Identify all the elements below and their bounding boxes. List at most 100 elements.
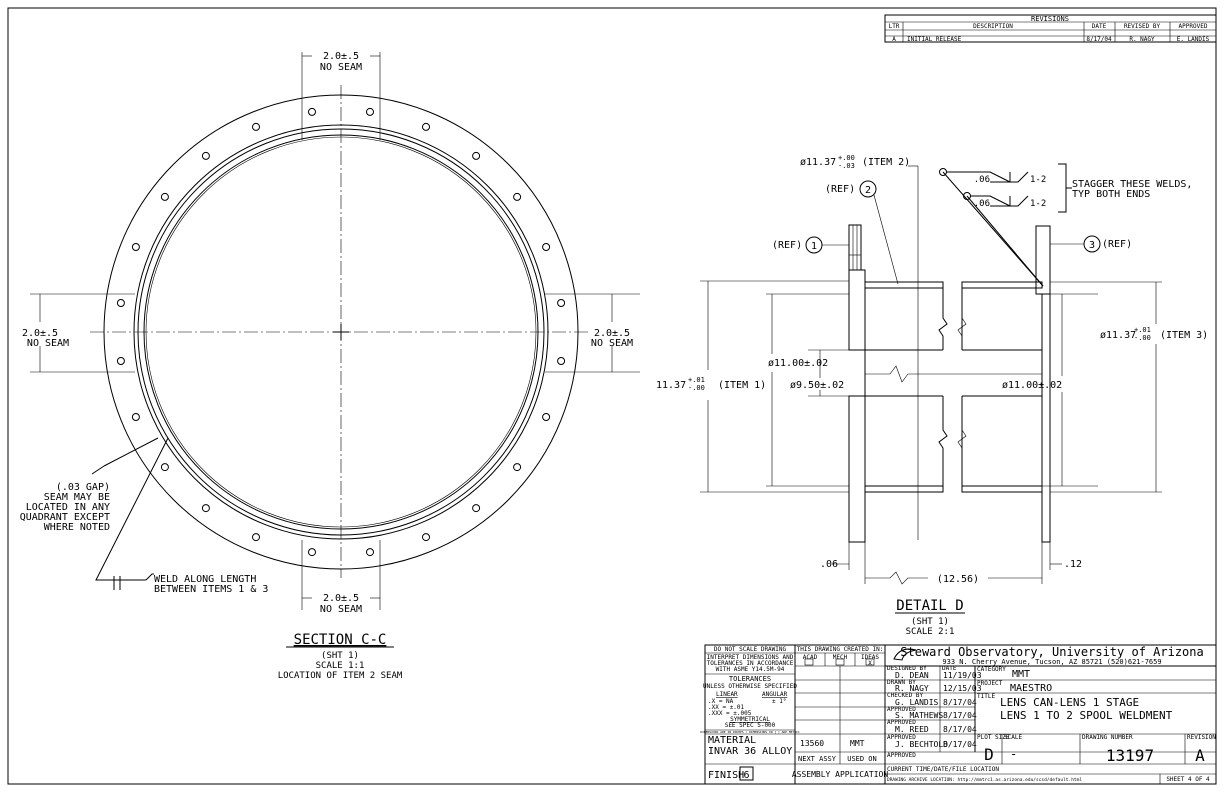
checked-label: CHECKED BY <box>887 692 924 699</box>
dim-left-outer: 11.37 <box>656 380 686 391</box>
dim-right-inner: ø11.00±.02 <box>1002 380 1062 391</box>
approved-label-3: APPROVED <box>887 734 916 741</box>
used-on-label: USED ON <box>847 755 877 763</box>
bolt-hole <box>472 504 481 513</box>
sym-spec: SEE SPEC S-000 <box>725 722 776 729</box>
tube-item-2-bottom-left <box>864 485 944 493</box>
bolt-hole <box>422 533 430 542</box>
dim-item2-tol-top: +.00 <box>838 154 855 162</box>
symmetrical-label: SYMMETRICAL <box>730 716 770 723</box>
bolt-hole <box>131 243 140 251</box>
dim-item2-tol-bot: -.03 <box>838 162 855 170</box>
ref-label-2: (REF) <box>825 184 855 195</box>
dim-left-outer-label: (ITEM 1) <box>718 380 766 391</box>
tol-line-2: .XX = ±.01 <box>708 704 745 711</box>
bolt-hole <box>542 243 551 251</box>
weld-note-1: WELD ALONG LENGTH <box>154 574 256 585</box>
detail-sheet: (SHT 1) <box>911 617 949 627</box>
approved-2: M. REED <box>895 725 929 734</box>
title-line-1: LENS CAN-LENS 1 STAGE <box>1000 696 1139 709</box>
bottom-dim-note: NO SEAM <box>320 604 362 615</box>
designed-by: D. DEAN <box>895 671 929 680</box>
right-dim-note: NO SEAM <box>591 338 633 349</box>
date-label: DATE <box>942 665 957 672</box>
weld-note-2: BETWEEN ITEMS 1 & 3 <box>154 584 268 595</box>
assembly-application: ASSEMBLY APPLICATION <box>792 770 889 779</box>
bolt-hole <box>308 548 316 557</box>
revisions-table: REVISIONS LTR DESCRIPTION DATE REVISED B… <box>884 14 1217 43</box>
cad-ideas: IDEAS <box>861 654 879 661</box>
flange-item-1-upper <box>848 269 866 351</box>
right-dim-value: 2.0±.5 <box>594 328 630 339</box>
material-label: MATERIAL <box>708 735 756 746</box>
top-dim-note: NO SEAM <box>320 62 362 73</box>
bolt-hole-pattern <box>116 107 566 557</box>
flange-item-1-lower <box>848 395 866 543</box>
rev-row-ltr: A <box>892 36 896 43</box>
drawn-date: 12/15/03 <box>943 684 982 693</box>
bolt-hole <box>557 299 566 307</box>
bolt-hole <box>366 548 374 557</box>
detail-title: DETAIL D <box>896 598 963 614</box>
bolt-hole <box>116 299 125 307</box>
category-label: CATEGORY <box>977 666 1006 673</box>
project-label: PROJECT <box>977 680 1003 687</box>
dim-right-outer-tol-top: +.01 <box>1134 326 1151 334</box>
gap-note-3: LOCATED IN ANY <box>26 502 110 513</box>
checked-by: G. LANDIS <box>895 698 939 707</box>
ref-label-3: (REF) <box>1102 239 1132 250</box>
bolt-hole <box>160 192 169 201</box>
plot-size-label: PLOT SIZE <box>977 734 1010 741</box>
title-block: DO NOT SCALE DRAWING INTERPRET DIMENSION… <box>700 644 1217 785</box>
balloon-2 <box>859 180 877 198</box>
bolt-hole <box>557 357 566 365</box>
bolt-hole <box>366 107 374 116</box>
section-title: SECTION C-C <box>294 632 387 648</box>
section-caption: LOCATION OF ITEM 2 SEAM <box>278 671 403 681</box>
revision-label: REVISION <box>1187 734 1216 741</box>
unless-specified: UNLESS OTHERWISE SPECIFIED <box>703 683 797 690</box>
tube-item-2-bottom-right <box>961 485 1043 493</box>
scale-label: SCALE <box>1004 734 1022 741</box>
designed-date: 11/19/03 <box>943 671 982 680</box>
gap-note-5: WHERE NOTED <box>44 522 110 533</box>
rev-header-approved: APPROVED <box>1179 23 1208 30</box>
bolt-hole <box>160 463 169 472</box>
rev-header-description: DESCRIPTION <box>973 23 1013 30</box>
scale-value: - <box>1010 747 1017 761</box>
dim-bore: ø11.00±.02 <box>768 358 828 369</box>
dim-right-outer: ø11.37 <box>1100 330 1136 341</box>
interpret-3: WITH ASME Y14.5M-94 <box>716 666 785 673</box>
approved-3: J. BECHTOLD <box>895 740 948 749</box>
rev-header-ltr: LTR <box>889 23 900 30</box>
rev-header-revised-by: REVISED BY <box>1124 23 1161 30</box>
balloon-3-text: 3 <box>1089 240 1095 251</box>
drawing-number: 13197 <box>1106 746 1154 765</box>
dim-length: (12.56) <box>937 574 979 585</box>
tube-item-2-top-left <box>864 281 944 289</box>
dim-left-outer-tol-bot: -.00 <box>688 384 705 392</box>
approved-label-2: APPROVED <box>887 719 916 726</box>
weld-note-stagger: STAGGER THESE WELDS, <box>1072 179 1192 190</box>
weld-note-typ: TYP BOTH ENDS <box>1072 189 1150 200</box>
bolt-hole <box>422 122 430 131</box>
weld-pitch-bottom: 1-2 <box>1030 199 1046 209</box>
bolt-hole <box>131 413 140 421</box>
dim-item2: ø11.37 <box>800 157 836 168</box>
org-address: 933 N. Cherry Avenue, Tucson, AZ 85721 (… <box>942 658 1161 666</box>
drawing-number-label: DRAWING NUMBER <box>1082 734 1133 741</box>
flange-item-3-body <box>1041 293 1051 543</box>
do-not-scale: DO NOT SCALE DRAWING <box>714 646 787 653</box>
title-label: TITLE <box>977 693 995 700</box>
tol-line-3: .XXX = ±.005 <box>708 710 752 717</box>
plot-size-value: D <box>984 745 994 764</box>
bolt-hole <box>252 122 260 131</box>
bolt-hole <box>201 151 210 160</box>
interpret-2: TOLERANCES IN ACCORDANCE <box>707 660 794 667</box>
rev-header-date: DATE <box>1092 23 1107 30</box>
bolt-hole <box>472 151 481 160</box>
dim-left-thk: .06 <box>820 559 838 570</box>
cad-checked: X <box>868 660 872 667</box>
dim-right-thk: .12 <box>1064 559 1082 570</box>
gap-note-4: QUADRANT EXCEPT <box>20 512 110 523</box>
